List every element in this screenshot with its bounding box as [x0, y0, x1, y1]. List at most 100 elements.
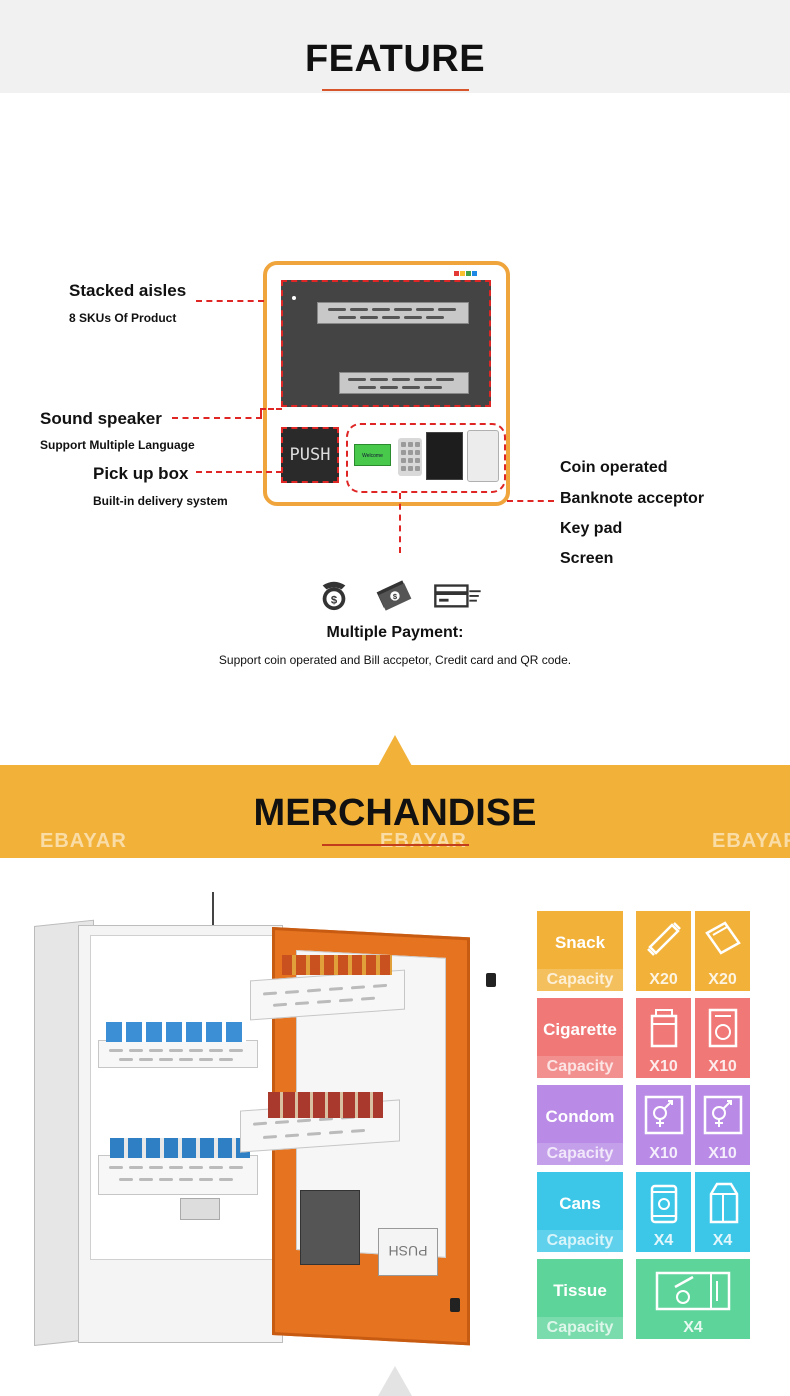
door-product-row-lower [268, 1092, 383, 1118]
merch-triangle-bottom [378, 1366, 412, 1396]
item-tile-cans-1: X4 [636, 1172, 691, 1252]
aisle-shelf-bottom [339, 372, 469, 394]
category-name: Condom [545, 1107, 615, 1126]
leader-line-payment [507, 500, 554, 502]
category-name: Cans [559, 1194, 601, 1213]
merchandise-header [0, 765, 790, 858]
door-lock-bottom[interactable] [450, 1298, 460, 1312]
screen-display: Welcome [354, 444, 391, 466]
category-tile-tissue: Tissue Capacity [537, 1259, 623, 1339]
item-tile-condom-1: X10 [636, 1085, 691, 1165]
category-name: Snack [554, 933, 606, 952]
label-stacked-aisles: Stacked aisles [69, 281, 187, 300]
leader-line-sound-speaker-v [260, 408, 262, 419]
merchandise-title-underline [322, 844, 469, 846]
capacity-label: Capacity [537, 1317, 623, 1339]
feature-title: FEATURE [304, 38, 486, 80]
cigarette-pack-icon [650, 1009, 677, 1048]
label-stacked-aisles-sub: 8 SKUs Of Product [69, 311, 177, 325]
aisle-shelf-top [317, 302, 469, 324]
watermark-center: EBAYAR [380, 830, 467, 852]
can-icon [650, 1184, 677, 1224]
interior-rack-upper [98, 1040, 258, 1068]
label-sound-speaker-sub: Support Multiple Language [40, 438, 195, 452]
capacity-label: Capacity [537, 969, 623, 991]
capacity-label: Capacity [537, 1056, 623, 1078]
label-banknote-acceptor: Banknote acceptor [560, 490, 705, 507]
snack-pack-icon [704, 921, 741, 955]
push-label: PUSH [289, 445, 331, 465]
category-tile-cans: Cans Capacity [537, 1172, 623, 1252]
tissue-box-icon [655, 1271, 731, 1311]
product-row-lower [110, 1138, 250, 1158]
item-quantity: X4 [653, 1232, 674, 1249]
sound-speaker-hole [292, 296, 296, 300]
snack-bar-icon [646, 922, 681, 956]
svg-text:$: $ [393, 592, 398, 601]
banknote-icon: $ [376, 580, 412, 611]
interior-rack-lower [98, 1155, 258, 1195]
item-quantity: X20 [649, 971, 678, 988]
door-push-flap[interactable]: PUSH [378, 1228, 438, 1276]
stacked-aisles-area [281, 280, 491, 407]
door-lock-top[interactable] [486, 973, 496, 987]
category-tile-cigarette: Cigarette Capacity [537, 998, 623, 1078]
leader-line-pick-up-box [196, 471, 282, 473]
label-pick-up-box: Pick up box [93, 464, 189, 483]
item-quantity: X10 [708, 1058, 737, 1075]
label-sound-speaker: Sound speaker [40, 409, 162, 428]
item-tile-cigarette-2: X10 [695, 998, 750, 1078]
product-row-upper [106, 1022, 246, 1042]
control-board [180, 1198, 220, 1220]
item-quantity: X10 [708, 1145, 737, 1162]
item-tile-snack-1: X20 [636, 911, 691, 991]
leader-line-multiple-payment [399, 493, 401, 553]
label-key-pad: Key pad [560, 520, 623, 537]
antenna [212, 892, 214, 940]
label-screen: Screen [560, 550, 614, 567]
multiple-payment-title: Multiple Payment: [326, 624, 464, 641]
category-tile-snack: Snack Capacity [537, 911, 623, 991]
leader-line-sound-speaker-h [260, 408, 282, 410]
label-pick-up-box-sub: Built-in delivery system [93, 494, 228, 508]
label-coin-operated: Coin operated [560, 459, 668, 476]
condom-box-icon [644, 1095, 683, 1135]
brand-logo [454, 263, 492, 277]
leader-line-sound-speaker [172, 417, 262, 419]
door-payment-panel [300, 1190, 360, 1265]
category-tile-condom: Condom Capacity [537, 1085, 623, 1165]
merch-triangle-top [378, 735, 412, 766]
condom-box-icon [703, 1095, 742, 1135]
key-pad[interactable] [398, 438, 422, 476]
credit-card-icon [434, 584, 481, 608]
svg-text:$: $ [331, 595, 338, 607]
item-quantity: X4 [683, 1319, 703, 1336]
milk-carton-icon [709, 1182, 738, 1224]
item-tile-cigarette-1: X10 [636, 998, 691, 1078]
watermark-left: EBAYAR [40, 830, 127, 852]
feature-header [0, 0, 790, 93]
item-tile-condom-2: X10 [695, 1085, 750, 1165]
category-name: Tissue [553, 1281, 607, 1300]
capacity-label: Capacity [537, 1143, 623, 1165]
item-tile-snack-2: X20 [695, 911, 750, 991]
coin-acceptor[interactable] [467, 430, 499, 482]
leader-line-stacked-aisles [196, 300, 264, 302]
banknote-acceptor[interactable] [426, 432, 463, 480]
feature-title-underline [322, 89, 469, 91]
item-quantity: X4 [712, 1232, 733, 1249]
capacity-label: Capacity [537, 1230, 623, 1252]
category-name: Cigarette [543, 1020, 617, 1039]
cigarette-box-icon [708, 1008, 737, 1048]
multiple-payment-subtitle: Support coin operated and Bill accpetor,… [218, 653, 572, 667]
item-tile-cans-2: X4 [695, 1172, 750, 1252]
pick-up-box[interactable]: PUSH [281, 427, 339, 483]
coin-bag-icon: $ [322, 581, 346, 611]
screen-text: Welcome [362, 453, 383, 459]
watermark-right: EBAYAR [712, 830, 790, 852]
item-quantity: X10 [649, 1145, 678, 1162]
item-quantity: X20 [708, 971, 737, 988]
door-product-row-upper [282, 955, 392, 975]
merchandise-title: MERCHANDISE [253, 792, 537, 834]
item-quantity: X10 [649, 1058, 678, 1075]
